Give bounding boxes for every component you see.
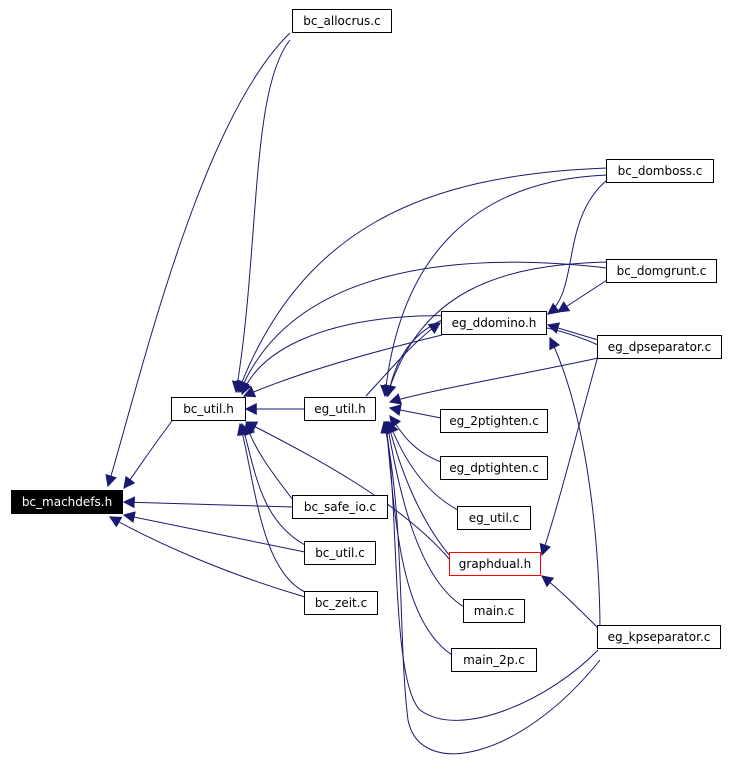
edge-bc_domgrunt-to-bc_util_h xyxy=(238,261,608,394)
node-eg-kpseparator-c[interactable]: eg_kpseparator.c xyxy=(597,625,721,649)
edge-bc_zeit-to-bc_machdefs xyxy=(108,516,306,598)
node-bc-domboss-c[interactable]: bc_domboss.c xyxy=(606,159,714,183)
node-bc-allocrus-c[interactable]: bc_allocrus.c xyxy=(292,9,392,33)
node-bc-domgrunt-c[interactable]: bc_domgrunt.c xyxy=(606,259,717,283)
edge-bc_domboss-to-bc_util_h xyxy=(236,167,608,394)
node-eg-ddomino-h[interactable]: eg_ddomino.h xyxy=(441,311,547,335)
edge-bc_util_c-to-bc_util_h xyxy=(239,422,306,546)
edge-graphdual-to-eg_util_h xyxy=(384,420,451,557)
edge-eg_util_h-to-eg_ddomino xyxy=(365,322,441,397)
edge-eg_dpseparator-to-eg_util_h xyxy=(388,357,599,405)
edge-main_c-to-eg_util_h xyxy=(382,420,465,608)
node-main-c[interactable]: main.c xyxy=(463,599,525,623)
edge-bc_allocrus-to-bc_util_h xyxy=(231,39,291,394)
edge-eg_kpseparator-to-eg_ddomino xyxy=(549,336,601,631)
edge-bc_domgrunt-to-eg_ddomino xyxy=(556,279,608,313)
edge-eg_kpseparator-to-eg_util_h xyxy=(381,420,599,721)
edge-bc_safe_io-to-bc_machdefs xyxy=(122,496,294,509)
edge-eg_ddomino-to-bc_util_h xyxy=(242,334,443,398)
edge-eg_2ptighten-to-eg_util_h xyxy=(388,404,442,419)
node-bc-zeit-c[interactable]: bc_zeit.c xyxy=(304,591,378,615)
node-bc-util-c[interactable]: bc_util.c xyxy=(304,541,376,565)
edge-eg_kpseparator-loop-to-eg_util_h xyxy=(380,420,601,755)
edge-bc_zeit-to-bc_util_h xyxy=(236,422,306,593)
node-graphdual-h[interactable]: graphdual.h xyxy=(449,552,541,576)
node-eg-util-h[interactable]: eg_util.h xyxy=(304,397,376,421)
node-bc-util-h[interactable]: bc_util.h xyxy=(171,397,246,421)
edge-bc_domboss-to-eg_ddomino xyxy=(547,179,608,315)
edge-bc_allocrus-to-bc_machdefs xyxy=(105,32,291,488)
node-bc-machdefs-h[interactable]: bc_machdefs.h xyxy=(11,490,123,514)
edge-bc_util_c-to-bc_machdefs xyxy=(122,511,306,553)
node-bc-safe-io-c[interactable]: bc_safe_io.c xyxy=(292,495,388,519)
edge-main_2p-to-eg_util_h xyxy=(381,420,453,656)
edge-bc_util_h-to-bc_machdefs xyxy=(123,420,173,489)
edge-eg_ddomino-to-eg_util_h xyxy=(384,319,443,398)
edge-bc_domgrunt-to-eg_util_h xyxy=(384,261,608,398)
node-eg-2ptighten-c[interactable]: eg_2ptighten.c xyxy=(440,409,548,433)
node-main-2p-c[interactable]: main_2p.c xyxy=(451,648,537,672)
edge-eg_kpseparator-to-graphdual xyxy=(541,575,601,631)
node-eg-dpseparator-c[interactable]: eg_dpseparator.c xyxy=(597,335,722,359)
edge-eg_dptighten-to-eg_util_h xyxy=(389,415,442,463)
node-eg-util-c[interactable]: eg_util.c xyxy=(457,506,531,530)
edge-bc_domboss-to-eg_util_h xyxy=(380,174,608,398)
edge-graphdual-to-bc_util_h xyxy=(244,421,451,561)
edge-eg_dpseparator-to-graphdual xyxy=(539,355,599,557)
node-eg-dptighten-c[interactable]: eg_dptighten.c xyxy=(440,456,548,480)
edge-eg_dpseparator-to-eg_ddomino xyxy=(546,322,599,341)
edge-bc_safe_io-to-bc_util_h xyxy=(243,422,294,501)
